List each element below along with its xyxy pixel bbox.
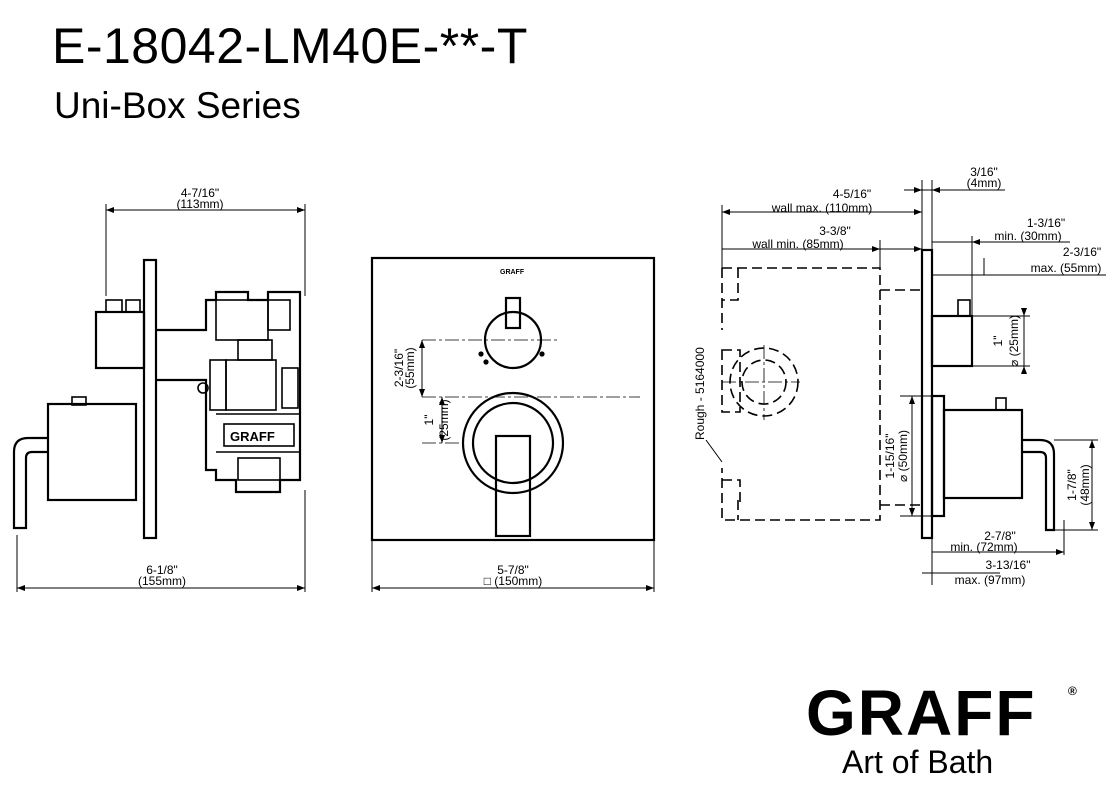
right-min30-dim-in: 1-3/16" [1027,216,1065,230]
side-view: 4-7/16" (113mm) GRAFF 6-1/8" (155mm) [12,186,306,592]
right-min30-dim-mm: min. (30mm) [994,229,1061,243]
front-view-graff-logo: GRAFF [500,269,525,276]
right-thickness-dim-in: 3/16" [970,165,998,179]
right-dia25-dim-mm: ⌀ (25mm) [1007,315,1021,367]
front-bottom-dim-in: 5-7/8" [497,563,529,577]
right-max55-dim-mm: max. (55mm) [1031,261,1102,275]
right-wallmin-dim-in: 3-3/8" [819,224,851,238]
right-48-dim-in: 1-7/8" [1065,469,1079,501]
side-bottom-dim-mm: (155mm) [138,574,186,588]
right-wallmax-dim-in: 4-5/16" [833,187,871,201]
right-max97-dim-mm: max. (97mm) [955,573,1026,587]
right-wallmin-dim-mm: wall min. (85mm) [751,237,843,251]
side-bottom-dim-in: 6-1/8" [146,563,178,577]
front-v2-dim-mm: (25mm) [437,399,451,440]
right-max97-dim-in: 3-13/16" [986,558,1031,572]
series-subtitle: Uni-Box Series [54,85,301,126]
right-min72-dim-in: 2-7/8" [984,529,1016,543]
right-dia50-dim-in: 1-15/16" [883,434,897,479]
right-48-dim-mm: (48mm) [1078,464,1092,505]
brand-tagline: Art of Bath [842,744,994,780]
side-top-dim-in: 4-7/16" [181,186,219,200]
right-wallmax-dim-mm: wall max. (110mm) [771,201,872,215]
front-v1-dim-mm: (55mm) [403,347,417,388]
side-top-dim-mm: (113mm) [176,197,223,211]
right-dia25-dim-in: 1" [991,336,1005,347]
rough-label: Rough - 5164000 [693,347,707,440]
right-min72-dim-mm: min. (72mm) [950,540,1017,554]
side-view-graff-logo: GRAFF [230,429,275,444]
section-view: Rough - 5164000 3/16" (4mm) 4-5/16" wall… [693,165,1106,587]
brand-name: GRAFF [806,677,1037,749]
front-view: GRAFF 2-3/16" (55mm) 1" (25mm) 5-7/8" [370,256,656,592]
front-v2-dim-in: 1" [422,415,436,426]
front-bottom-dim-mm: □ (150mm) [484,574,543,588]
model-title: E-18042-LM40E-**-T [52,18,528,74]
registered-mark: ® [1068,684,1077,698]
front-v1-dim-in: 2-3/16" [392,349,406,387]
right-dia50-dim-mm: ⌀ (50mm) [896,430,910,482]
right-thickness-dim-mm: (4mm) [967,176,1002,190]
right-max55-dim-in: 2-3/16" [1063,245,1101,259]
